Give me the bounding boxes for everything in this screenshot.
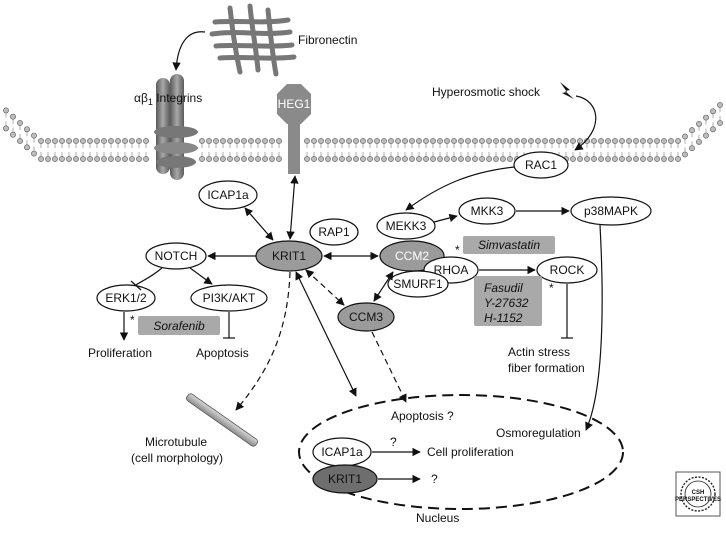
svg-text:SMURF1: SMURF1 (393, 277, 443, 291)
hyperosmotic-shock-label: Hyperosmotic shock (432, 85, 541, 99)
rap1-node: RAP1 (309, 218, 359, 246)
rock-inhibitors-box: Fasudil Y-27632 H-1152 (474, 276, 542, 326)
erk-node: ERK1/2 (96, 284, 156, 312)
fibronectin-fibers (209, 3, 297, 77)
nucleus-label: Nucleus (416, 511, 459, 525)
krit1-node: KRIT1 (255, 240, 323, 272)
fibronectin-to-integrin-arrow (172, 31, 206, 71)
svg-text:NOTCH: NOTCH (155, 249, 198, 263)
svg-text:RAC1: RAC1 (525, 158, 557, 172)
icap1a-node: ICAP1a (198, 180, 258, 210)
cell-membrane (3, 102, 723, 162)
svg-text:KRIT1: KRIT1 (272, 249, 306, 263)
lightning-icon (560, 82, 574, 99)
heg1-receptor (277, 84, 311, 174)
nucleus-qmark-1: ? (390, 435, 397, 449)
krit1-nucleus-node: KRIT1 (312, 464, 378, 494)
p38mapk-node: p38MAPK (570, 196, 652, 226)
cell-proliferation-label: Cell proliferation (427, 445, 514, 459)
shock-to-rac1-arrow (574, 95, 597, 151)
svg-text:RHOA: RHOA (434, 263, 469, 277)
microtubule-rod (186, 393, 258, 447)
svg-text:Simvastatin: Simvastatin (478, 238, 540, 252)
svg-text:CCM2: CCM2 (395, 249, 429, 263)
svg-text:MKK3: MKK3 (471, 204, 504, 218)
icap1a-nucleus-node: ICAP1a (312, 437, 372, 467)
microtubule-label-line1: Microtubule (145, 435, 207, 449)
actin-label-line2: fiber formation (508, 361, 585, 375)
pi3k-akt-node: PI3K/AKT (190, 284, 268, 312)
integrins-label: αβ1 Integrins (134, 91, 202, 107)
fibronectin-label: Fibronectin (298, 33, 357, 47)
svg-text:H-1152: H-1152 (484, 311, 523, 325)
apoptosis-q-label: Apoptosis ? (391, 409, 454, 423)
mkk3-node: MKK3 (458, 197, 516, 225)
svg-text:p38MAPK: p38MAPK (584, 204, 638, 218)
simvastatin-box: Simvastatin (463, 236, 555, 254)
simvastatin-asterisk: * (455, 243, 460, 257)
rock-asterisk: * (549, 281, 554, 295)
svg-text:Fasudil: Fasudil (484, 281, 523, 295)
svg-text:RAP1: RAP1 (318, 225, 350, 239)
svg-text:MEKK3: MEKK3 (386, 219, 427, 233)
sorafenib-asterisk: * (130, 313, 135, 327)
csh-perspectives-logo: CSH PERSPECTIVES (675, 471, 721, 517)
actin-label-line1: Actin stress (508, 345, 570, 359)
microtubule-label-line2: (cell morphology) (131, 451, 223, 465)
svg-text:ICAP1a: ICAP1a (207, 188, 249, 202)
apoptosis-label: Apoptosis (196, 346, 249, 360)
integrin-receptor (154, 74, 198, 180)
nucleus-qmark-2: ? (431, 472, 438, 486)
svg-text:CSH: CSH (692, 490, 705, 496)
svg-text:ICAP1a: ICAP1a (321, 445, 363, 459)
notch-node: NOTCH (145, 242, 207, 270)
ccm3-node: CCM3 (337, 302, 395, 332)
rock-node: ROCK (536, 256, 598, 284)
smurf1-node: SMURF1 (387, 270, 449, 298)
osmoregulation-label: Osmoregulation (496, 426, 581, 440)
rac1-node: RAC1 (513, 151, 569, 179)
proliferation-label: Proliferation (88, 346, 152, 360)
heg1-label: HEG1 (278, 97, 311, 111)
nucleus-outline (298, 394, 624, 510)
svg-text:ROCK: ROCK (550, 263, 585, 277)
svg-text:CCM3: CCM3 (349, 310, 383, 324)
svg-text:PERSPECTIVES: PERSPECTIVES (675, 497, 721, 503)
sorafenib-box: Sorafenib (138, 316, 220, 335)
svg-text:KRIT1: KRIT1 (328, 472, 362, 486)
svg-text:PI3K/AKT: PI3K/AKT (203, 291, 256, 305)
dashed-edges (235, 269, 407, 411)
pathway-edges (119, 166, 603, 484)
svg-text:ERK1/2: ERK1/2 (105, 291, 147, 305)
mekk3-node: MEKK3 (376, 212, 436, 240)
svg-text:Sorafenib: Sorafenib (153, 319, 205, 333)
svg-text:Y-27632: Y-27632 (484, 296, 529, 310)
